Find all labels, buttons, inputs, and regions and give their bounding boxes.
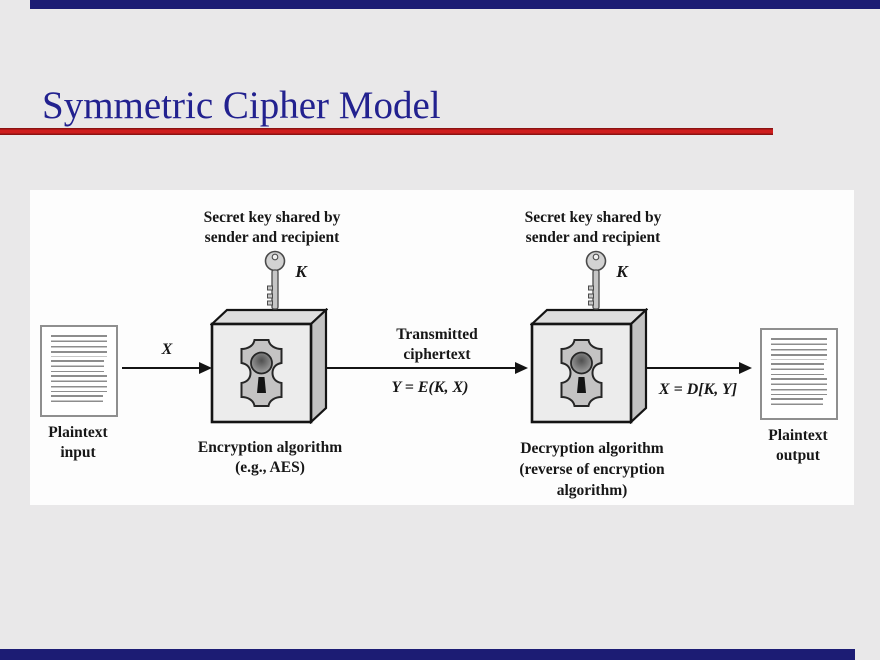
secret-key-caption-left: Secret key shared by sender and recipien… [177, 208, 367, 248]
document-text-lines [771, 338, 827, 360]
top-accent-bar [30, 0, 880, 9]
encrypt-equation: Y = E(K, X) [391, 379, 469, 396]
decryption-label-line3: algorithm) [556, 482, 628, 499]
key-label-left: K [295, 262, 307, 281]
keyhole-icon [240, 339, 283, 407]
bottom-accent-bar [0, 649, 855, 660]
decryption-box-icon [530, 308, 648, 424]
plaintext-output-label: Plaintext output [758, 426, 838, 466]
secret-key-caption-left-line1: Secret key shared by [203, 209, 341, 226]
key-icon-right [585, 250, 607, 310]
decryption-box-label: Decryption algorithm (reverse of encrypt… [482, 438, 702, 501]
plaintext-input-label: Plaintext input [38, 423, 118, 463]
encryption-label-line2: (e.g., AES) [235, 459, 305, 476]
transmitted-line1: Transmitted [396, 326, 478, 343]
ciphertext-arrow [315, 367, 516, 370]
secret-key-caption-left-line2: sender and recipient [204, 229, 340, 246]
slide-title: Symmetric Cipher Model [42, 84, 441, 127]
encryption-box-label: Encryption algorithm (e.g., AES) [170, 438, 370, 478]
plaintext-input-line2: input [60, 444, 96, 461]
secret-key-caption-right: Secret key shared by sender and recipien… [498, 208, 688, 248]
document-text-lines [51, 375, 107, 392]
title-underline [0, 128, 773, 135]
decryption-label-line1: Decryption algorithm [520, 440, 664, 457]
document-text-lines [771, 363, 825, 375]
decrypt-equation: X = D[K, Y] [658, 381, 738, 398]
document-text-lines [771, 398, 823, 408]
input-arrow-label: X [161, 341, 173, 358]
decryption-label-line2: (reverse of encryption [519, 461, 665, 478]
secret-key-caption-right-line1: Secret key shared by [524, 209, 662, 226]
plaintext-output-line2: output [776, 447, 820, 464]
plaintext-input-document-icon [40, 325, 118, 417]
plaintext-output-document-icon [760, 328, 838, 420]
document-text-lines [51, 335, 107, 357]
document-text-lines [51, 395, 103, 405]
keyhole-icon [560, 339, 603, 407]
document-text-lines [51, 360, 105, 372]
plaintext-output-line1: Plaintext [768, 427, 828, 444]
encryption-label-line1: Encryption algorithm [197, 439, 343, 456]
transmitted-line2: ciphertext [403, 346, 471, 363]
input-arrow [122, 367, 200, 370]
diagram-panel: Secret key shared by sender and recipien… [30, 190, 854, 505]
transmitted-ciphertext-label: Transmitted ciphertext [367, 325, 507, 365]
encryption-box-icon [210, 308, 328, 424]
key-icon-left [264, 250, 286, 310]
output-arrow [640, 367, 740, 370]
secret-key-caption-right-line2: sender and recipient [525, 229, 661, 246]
key-label-right: K [616, 262, 628, 281]
document-text-lines [771, 378, 827, 395]
plaintext-input-line1: Plaintext [48, 424, 108, 441]
